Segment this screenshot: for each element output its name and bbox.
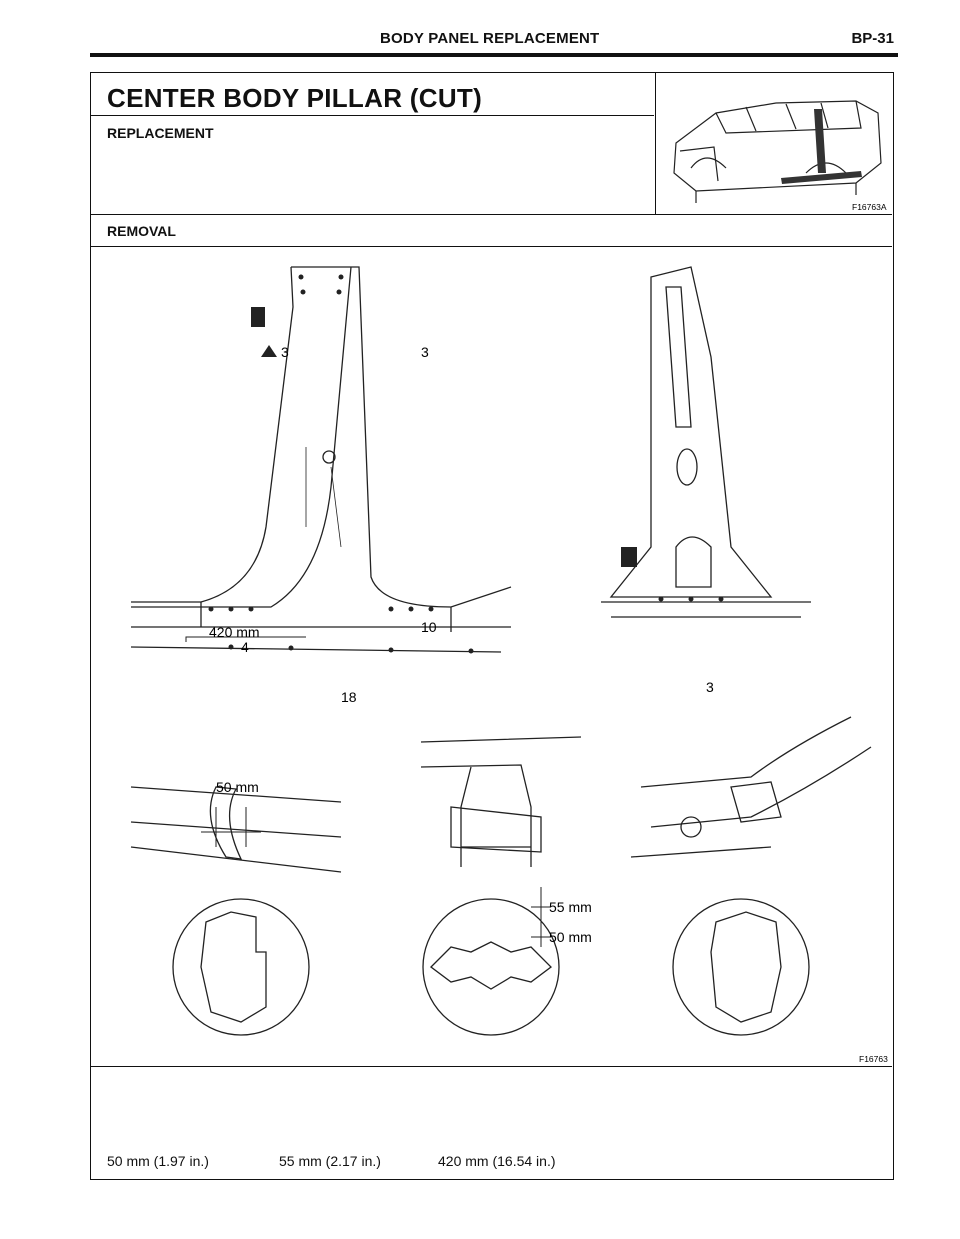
detail-rocker-right [630,716,872,858]
section-circle-center [422,898,560,1036]
section-circle-left [172,898,310,1036]
dimension-label: 50 mm [549,929,592,945]
weld-count: 3 [281,344,289,360]
subtitle: REPLACEMENT [107,125,214,141]
dimension-label: 420 mm [209,624,260,640]
header-rule [90,53,898,57]
removal-label: REMOVAL [107,223,176,239]
diagram-code: F16763 [859,1054,888,1064]
content-frame: CENTER BODY PILLAR (CUT) REPLACEMENT F16… [90,72,894,1180]
notes-area: 50 mm (1.97 in.) 55 mm (2.17 in.) 420 mm… [91,1067,892,1179]
spot-weld-icon [261,345,277,357]
note-55mm: 55 mm (2.17 in.) [279,1153,381,1169]
note-50mm: 50 mm (1.97 in.) [107,1153,209,1169]
outer-pillar-outline [131,266,512,608]
detail-rocker-left [130,786,342,873]
note-420mm: 420 mm (16.54 in.) [438,1153,556,1169]
brazing-icon [621,547,637,567]
page-title: CENTER BODY PILLAR (CUT) [107,83,483,113]
title-divider [91,115,654,116]
page-number: BP-31 [851,30,894,47]
inner-pillar-outline [609,266,773,598]
weld-count: 18 [341,689,357,705]
weld-count: 4 [241,639,249,655]
weld-count: 3 [706,679,714,695]
removal-diagram: 420 mm 50 mm 55 mm 50 mm 3 3 4 10 18 3 F… [91,247,892,1067]
title-cell: CENTER BODY PILLAR (CUT) REPLACEMENT [91,73,656,215]
dimension-label: 55 mm [549,899,592,915]
pillar-diagram-svg: 420 mm 50 mm 55 mm 50 mm 3 3 4 10 18 3 F… [130,266,888,1064]
detail-pillar-base [420,736,582,867]
section-title: BODY PANEL REPLACEMENT [380,30,600,47]
weld-count: 10 [421,619,437,635]
section-circle-right [672,898,810,1036]
removal-row: REMOVAL [91,215,892,247]
thumbnail-cell: F16763A [656,73,892,215]
vehicle-body-illustration: F16763A [673,100,887,212]
cut-icon [251,307,265,327]
page-header: BODY PANEL REPLACEMENT BP-31 [90,26,898,52]
dimension-label: 50 mm [216,779,259,795]
weld-count: 3 [421,344,429,360]
thumbnail-code: F16763A [852,202,887,212]
